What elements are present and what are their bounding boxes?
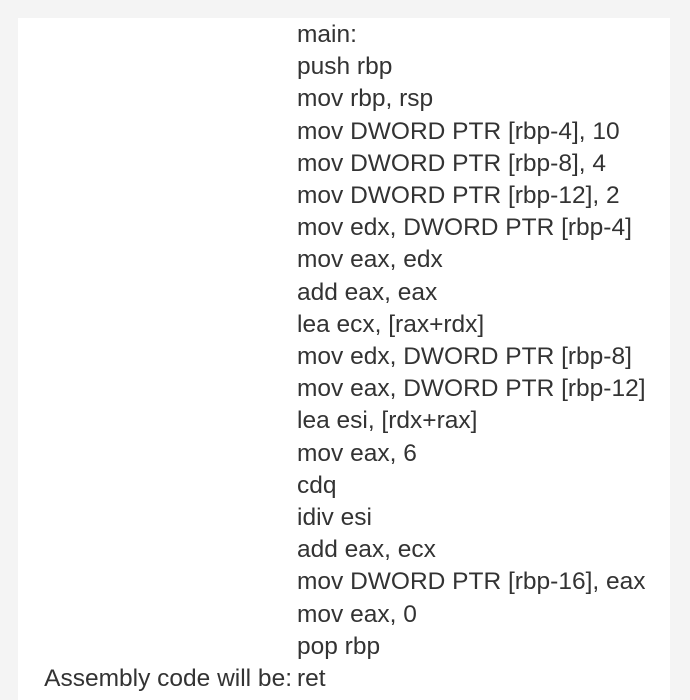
code-line: mov eax, 0 <box>297 600 417 628</box>
intro-label: Assembly code will be: <box>44 665 292 692</box>
code-line: idiv esi <box>297 504 372 531</box>
code-line: mov edx, DWORD PTR [rbp-4] <box>297 214 632 242</box>
code-line: mov DWORD PTR [rbp-12], 2 <box>297 182 620 209</box>
code-line: add eax, eax <box>297 278 438 306</box>
code-line: lea ecx, [rax+rdx] <box>297 310 485 338</box>
content-panel <box>18 18 670 700</box>
code-line: cdq <box>297 471 337 499</box>
code-line: mov edx, DWORD PTR [rbp-8] <box>297 343 632 370</box>
code-line: mov rbp, rsp <box>297 85 434 113</box>
code-line: mov DWORD PTR [rbp-4], 10 <box>297 117 620 145</box>
code-line: mov eax, edx <box>297 246 443 274</box>
code-line: ret <box>297 665 326 692</box>
code-line: mov DWORD PTR [rbp-16], eax <box>297 568 646 596</box>
code-line: push rbp <box>297 53 393 81</box>
code-line: pop rbp <box>297 632 381 660</box>
code-line: add eax, ecx <box>297 536 436 564</box>
code-line: mov eax, 6 <box>297 439 417 467</box>
code-line: main: <box>297 21 357 48</box>
code-line: mov DWORD PTR [rbp-8], 4 <box>297 149 607 177</box>
code-line: mov eax, DWORD PTR [rbp-12] <box>297 375 646 403</box>
code-line: lea esi, [rdx+rax] <box>297 407 478 435</box>
